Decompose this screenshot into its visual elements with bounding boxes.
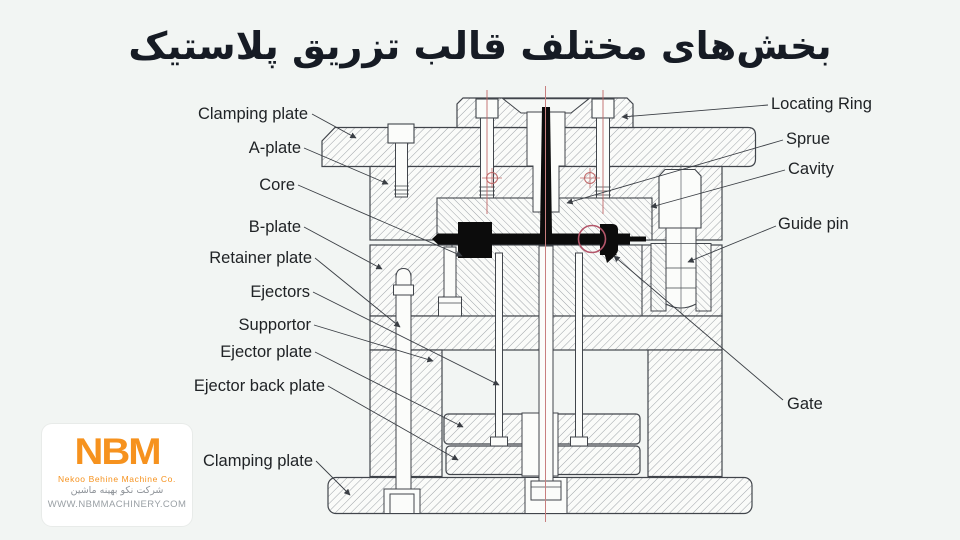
leader-core xyxy=(297,184,463,257)
leader-a-plate xyxy=(303,147,389,185)
leader-b-plate xyxy=(303,226,383,270)
label-core: Core xyxy=(259,176,295,194)
leader-ejector-plate xyxy=(314,351,464,428)
leader-sprue xyxy=(566,139,784,205)
sprue-runner-part xyxy=(432,107,646,263)
label-sprue: Sprue xyxy=(786,130,831,148)
nbm-company-name-en: Nekoo Behine Machine Co. xyxy=(58,474,176,484)
sprue-puller-pin xyxy=(521,245,568,514)
crosshair-mark xyxy=(482,168,502,188)
leader-clamping-plate-top xyxy=(311,113,357,139)
label-ejector-plate: Ejector plate xyxy=(220,343,312,361)
cap-bolt-left xyxy=(387,123,415,198)
leader-clamping-plate-bottom xyxy=(315,460,351,496)
leader-retainer-plate xyxy=(314,257,401,328)
label-retainer-plate: Retainer plate xyxy=(209,249,312,267)
nbm-website: WWW.NBMMACHINERY.COM xyxy=(47,499,187,510)
center-lines xyxy=(482,86,604,522)
nbm-logo-text: NBM xyxy=(74,431,161,473)
page-title: بخش‌های مختلف قالب تزریق پلاستیک xyxy=(128,24,832,68)
label-clamping-plate-top: Clamping plate xyxy=(197,105,308,123)
leader-ejector-back-plate xyxy=(327,385,459,461)
label-supportor: Supportor xyxy=(238,316,311,334)
cap-bolt-b-plate xyxy=(438,246,462,317)
leader-guide-pin xyxy=(687,225,777,263)
gate-highlight-circle xyxy=(577,224,607,254)
leader-gate xyxy=(613,255,784,401)
crosshair-mark xyxy=(580,168,600,188)
leader-locating-ring xyxy=(621,104,769,120)
label-a-plate: A-plate xyxy=(248,139,301,157)
label-b-plate: B-plate xyxy=(248,218,301,236)
return-pin xyxy=(383,267,421,514)
label-cavity: Cavity xyxy=(788,160,834,178)
label-clamping-plate-bottom: Clamping plate xyxy=(202,452,313,470)
leader-cavity xyxy=(650,169,786,209)
nbm-company-name-fa: شرکت نکو بهینه ماشین xyxy=(70,485,164,496)
nbm-logo-card: NBM Nekoo Behine Machine Co. شرکت نکو به… xyxy=(42,424,192,526)
label-ejectors: Ejectors xyxy=(250,283,310,301)
leader-ejectors xyxy=(312,291,500,386)
label-guide-pin: Guide pin xyxy=(778,215,849,233)
leader-lines xyxy=(297,104,786,496)
ejector-pins xyxy=(490,252,588,447)
label-gate: Gate xyxy=(787,395,823,413)
label-ejector-back-plate: Ejector back plate xyxy=(193,377,325,395)
leader-supportor xyxy=(313,324,434,363)
label-locating-ring: Locating Ring xyxy=(771,95,872,113)
